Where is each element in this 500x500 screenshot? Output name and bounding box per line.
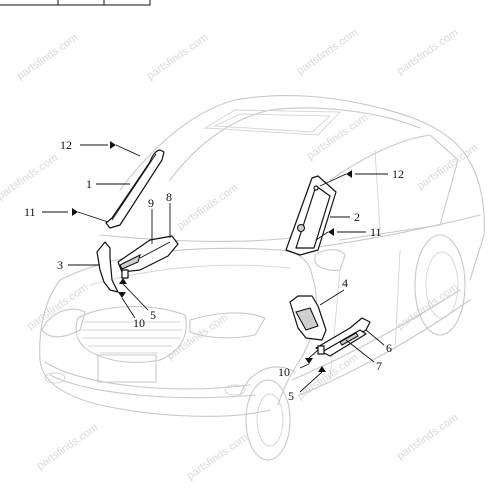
- callout-11-left: 11: [24, 205, 36, 219]
- callout-8: 8: [166, 190, 172, 204]
- watermark-text: partsfinds.com: [395, 412, 460, 463]
- leader-lines: [42, 141, 388, 393]
- part-a-pillar-trim-left: [105, 149, 165, 229]
- callout-labels: 12 1 11 9 8 3 5 10 12 2 11 4 10 5 6 7: [24, 138, 404, 403]
- watermark-text: partsfinds.com: [0, 152, 60, 203]
- watermark-text: partsfinds.com: [15, 32, 80, 83]
- callout-9: 9: [148, 196, 154, 210]
- part-a-pillar-trim-right: [285, 175, 337, 256]
- watermark-text: partsfinds.com: [145, 32, 210, 83]
- watermark-text: partsfinds.com: [25, 282, 90, 333]
- car-outline: [39, 95, 485, 461]
- callout-12-left: 12: [60, 138, 72, 152]
- callout-10-left: 10: [133, 316, 145, 330]
- watermark-text: partsfinds.com: [185, 432, 250, 483]
- clip-left: [121, 269, 129, 279]
- part-kick-panel-left: [96, 241, 119, 293]
- callout-6: 6: [386, 341, 392, 355]
- watermark-text: partsfinds.com: [295, 352, 360, 403]
- callout-11-right: 11: [370, 225, 382, 239]
- clip-fasteners: [121, 269, 325, 355]
- clip-right: [317, 345, 325, 355]
- callout-3: 3: [57, 258, 63, 272]
- watermark-text: partsfinds.com: [415, 142, 480, 193]
- callout-10-right: 10: [278, 365, 290, 379]
- watermark-text: partsfinds.com: [165, 312, 230, 363]
- watermark-text: partsfinds.com: [295, 27, 360, 78]
- callout-12-right: 12: [392, 167, 404, 181]
- watermark-text: partsfinds.com: [305, 112, 370, 163]
- callout-2: 2: [354, 210, 360, 224]
- part-sill-trim-left: [117, 235, 179, 273]
- callout-4: 4: [342, 276, 348, 290]
- watermark-layer: partsfinds.com partsfinds.com partsfinds…: [0, 27, 480, 483]
- callout-7: 7: [376, 359, 382, 373]
- part-sill-plate-right: [315, 317, 371, 357]
- watermark-text: partsfinds.com: [395, 27, 460, 78]
- callout-5-right: 5: [288, 389, 294, 403]
- callout-5-left: 5: [150, 308, 156, 322]
- watermark-text: partsfinds.com: [35, 422, 100, 473]
- watermark-text: partsfinds.com: [175, 182, 240, 233]
- watermark-text: partsfinds.com: [395, 282, 460, 333]
- header-table-fragment: [0, 0, 151, 6]
- part-b-pillar-lower-trim: [289, 295, 327, 341]
- callout-1: 1: [86, 177, 92, 191]
